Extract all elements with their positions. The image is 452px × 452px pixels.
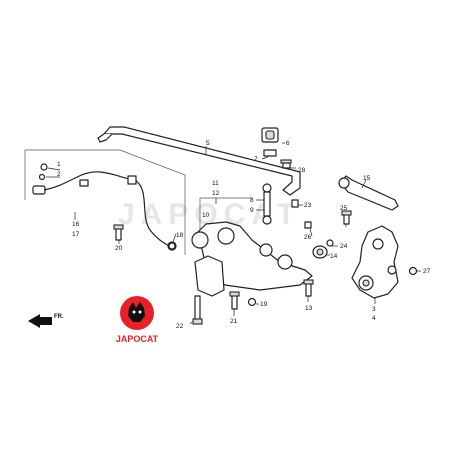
cat-face-icon bbox=[128, 302, 145, 322]
wheel-speed-sensor bbox=[32, 163, 177, 251]
stabilizer-bushing bbox=[261, 127, 279, 157]
callout-10: 10 bbox=[202, 212, 210, 219]
bracket-left bbox=[25, 149, 186, 255]
callout-24: 24 bbox=[340, 243, 348, 250]
callout-23: 23 bbox=[304, 202, 312, 209]
callout-19: 19 bbox=[260, 301, 268, 308]
callout-20: 20 bbox=[115, 245, 123, 252]
bolt-22 bbox=[192, 295, 203, 325]
nut-23 bbox=[291, 199, 299, 208]
callout-18: 18 bbox=[176, 232, 184, 239]
callout-8: 8 bbox=[250, 197, 254, 204]
callout-22: 22 bbox=[176, 323, 184, 330]
stabilizer-link bbox=[262, 183, 272, 225]
nut-26 bbox=[304, 221, 312, 229]
callout-3: 3 bbox=[372, 306, 376, 313]
bushing-14 bbox=[312, 245, 328, 259]
callout-25: 25 bbox=[340, 205, 348, 212]
washer-24 bbox=[326, 239, 334, 247]
bolt-28 bbox=[280, 159, 292, 169]
front-direction-arrow: FR. bbox=[28, 314, 64, 328]
pin-18 bbox=[168, 242, 176, 250]
bolt-21 bbox=[229, 291, 240, 310]
callout-2: 2 bbox=[57, 171, 61, 178]
bolt-20 bbox=[113, 224, 124, 241]
callout-1: 1 bbox=[57, 161, 61, 168]
callout-14: 14 bbox=[330, 253, 338, 260]
nut-27 bbox=[408, 266, 418, 276]
bolt-25 bbox=[341, 210, 352, 225]
stabilizer-bar bbox=[97, 126, 301, 196]
callout-28: 28 bbox=[298, 167, 306, 174]
callout-26: 26 bbox=[304, 234, 312, 241]
washer-19 bbox=[247, 297, 257, 307]
callout-13: 13 bbox=[305, 305, 313, 312]
arrow-icon bbox=[28, 314, 52, 328]
logo-text: JAPOCAT bbox=[116, 334, 159, 344]
callout-16: 16 bbox=[72, 221, 80, 228]
callout-7: 7 bbox=[254, 156, 258, 163]
callout-9: 9 bbox=[250, 207, 254, 214]
callout-15: 15 bbox=[363, 175, 371, 182]
callout-4: 4 bbox=[372, 315, 376, 322]
direction-label: FR. bbox=[54, 314, 64, 320]
bolt-13 bbox=[303, 279, 314, 297]
japocat-logo: JAPOCAT bbox=[116, 296, 159, 344]
callout-17: 17 bbox=[72, 231, 80, 238]
callout-21: 21 bbox=[230, 318, 238, 325]
callout-27: 27 bbox=[423, 268, 431, 275]
callout-labels: 1 2 3 4 5 6 7 8 9 10 11 12 13 14 15 16 1… bbox=[57, 140, 431, 330]
lower-arm bbox=[191, 221, 313, 297]
callout-6: 6 bbox=[286, 140, 290, 147]
leader-lines bbox=[46, 142, 421, 325]
knuckle bbox=[351, 225, 399, 299]
callout-11: 11 bbox=[212, 180, 219, 187]
callout-5: 5 bbox=[206, 140, 210, 147]
callout-12: 12 bbox=[212, 190, 220, 197]
upper-arm bbox=[338, 175, 399, 211]
